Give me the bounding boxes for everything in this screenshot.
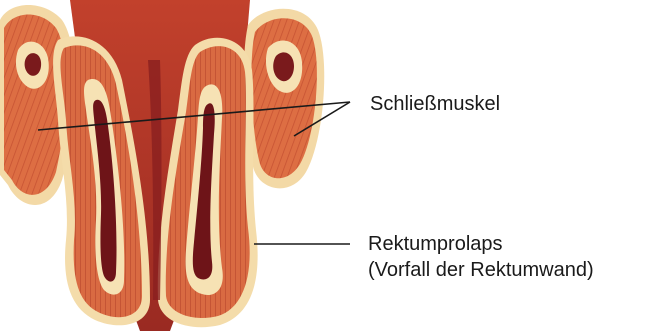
sphincter-label: Schließmuskel: [370, 92, 500, 117]
prolapse-label: Rektumprolaps: [368, 232, 503, 257]
prolapse-description-label: (Vorfall der Rektumwand): [368, 258, 594, 283]
right-sphincter-lobe: [244, 9, 324, 189]
